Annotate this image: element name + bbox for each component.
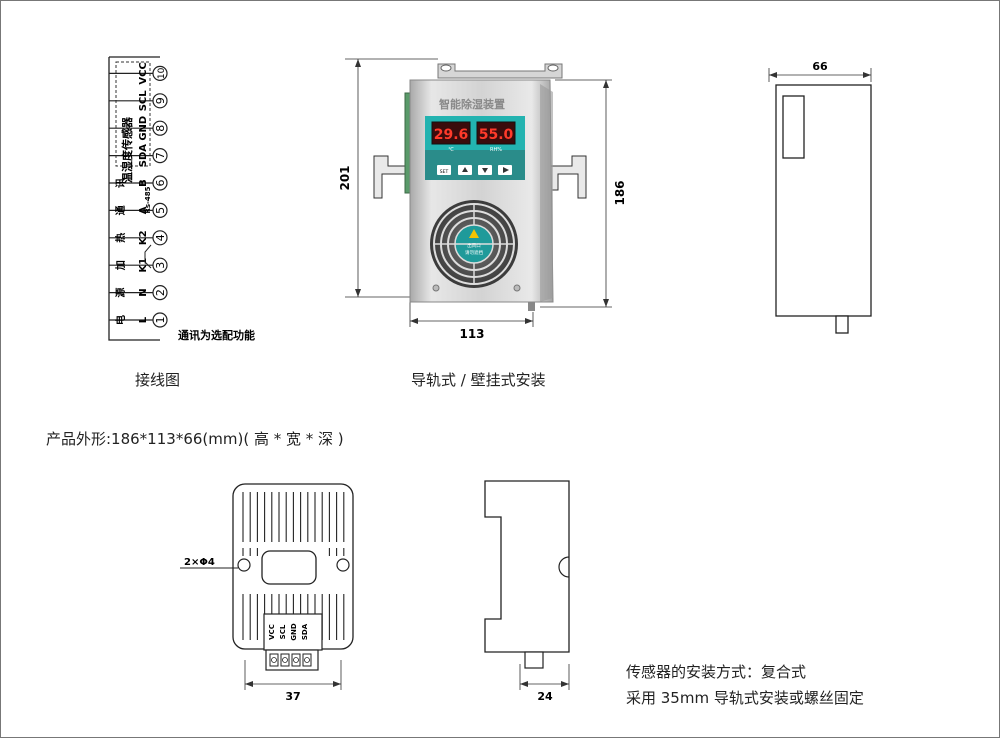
terminal-label: VCC <box>138 62 149 84</box>
terminal-number: 10 <box>157 67 167 79</box>
terminal-number: 9 <box>154 97 167 104</box>
set-button[interactable] <box>437 165 451 175</box>
terminal-3 <box>152 257 168 273</box>
install-note-1: 传感器的安装方式：复合式 <box>626 663 807 681</box>
terminal-label: K2 <box>138 230 149 245</box>
sensor-group-box <box>115 61 151 167</box>
fan-grille: 出风口 请勿遮挡 <box>430 200 518 288</box>
terminal-number: 8 <box>154 125 167 132</box>
terminal-label: SDA <box>138 144 149 168</box>
terminal-1 <box>152 312 168 328</box>
dim-width-113: 113 <box>459 327 484 341</box>
set-button-label: SET <box>440 169 449 175</box>
screw-icon <box>304 657 310 663</box>
screw-icon <box>271 657 277 663</box>
sensor-group-label: 温湿度传感器 <box>120 116 134 183</box>
side-view: 66 <box>768 60 872 334</box>
sensor-side-view: 24 <box>484 480 570 703</box>
terminal-group-label: 讯 <box>114 178 127 188</box>
dim-sensor-37: 37 <box>285 690 300 703</box>
sensor-pin-label: SCL <box>279 624 287 639</box>
dim-height-201: 201 <box>338 165 352 190</box>
terminal-label: N <box>138 288 149 296</box>
display-temperature: 29.6 <box>434 127 469 143</box>
terminal-number: 1 <box>154 317 167 324</box>
terminal-number: 7 <box>154 152 167 159</box>
mount-bracket <box>437 63 563 79</box>
terminal-group-label: 加 <box>114 260 127 271</box>
terminal-number: 3 <box>154 262 167 269</box>
terminal-group-label: 电 <box>114 315 127 325</box>
terminal-9 <box>152 93 168 109</box>
device-title: 智能除湿装置 <box>439 97 505 111</box>
front-caption: 导轨式 / 壁挂式安装 <box>411 371 546 389</box>
front-view: 201 186 113 <box>338 58 627 341</box>
wiring-caption: 接线图 <box>135 371 181 389</box>
fan-label-2: 请勿遮挡 <box>465 249 483 256</box>
terminal-6 <box>152 175 168 191</box>
spec-text: 产品外形:186*113*66(mm)( 高 * 宽 * 深 ) <box>46 430 344 448</box>
wiring-note: 通讯为选配功能 <box>178 328 255 342</box>
hole-label: 2×Φ4 <box>184 557 215 568</box>
unit-temperature: ℃ <box>448 147 454 153</box>
rs485-label: Rs-485 <box>144 186 152 213</box>
cable-gland <box>528 302 535 311</box>
terminal-5 <box>152 202 168 218</box>
terminal-group-label: 通 <box>115 205 127 215</box>
sensor-pin-label: VCC <box>268 624 276 640</box>
terminal-label: A <box>138 206 149 214</box>
down-arrow-icon <box>482 168 488 173</box>
up-arrow-icon <box>462 167 468 172</box>
unit-humidity: RH% <box>490 147 502 153</box>
terminal-group-label: 源 <box>114 288 127 298</box>
terminal-label: GND <box>138 116 149 141</box>
sensor-side-housing <box>484 480 570 653</box>
terminal-number: 4 <box>154 234 167 241</box>
terminal-label: SCL <box>138 90 149 112</box>
terminal-number: 2 <box>154 289 167 296</box>
fan-label-1: 出风口 <box>467 242 481 249</box>
install-note-2: 采用 35mm 导轨式安装或螺丝固定 <box>626 689 864 707</box>
screw-icon <box>282 657 288 663</box>
terminal-label: K1 <box>138 258 149 273</box>
dim-sensor-24: 24 <box>537 690 553 703</box>
terminal-4 <box>152 230 168 246</box>
terminal-8 <box>152 120 168 136</box>
terminal-label: B <box>138 179 149 187</box>
terminal-7 <box>152 148 168 164</box>
display-humidity: 55.0 <box>479 127 514 143</box>
terminal-number: 5 <box>154 207 167 214</box>
terminal-number: 6 <box>154 180 167 187</box>
terminal-label: L <box>138 316 149 323</box>
terminal-10 <box>152 65 168 82</box>
terminal-2 <box>152 285 168 301</box>
screw-icon <box>293 657 299 663</box>
dim-height-186: 186 <box>613 180 627 205</box>
enter-icon <box>503 167 509 173</box>
sensor-pin-label: SDA <box>301 623 309 640</box>
wiring-diagram: 1L 电 2N 源 3 K1 加 4 K2 热 5A 通 6B 讯 7 SDA 8 GND 9 SCL 10 VCC 温湿… <box>108 56 168 341</box>
mount-hole-right <box>336 558 350 572</box>
warning-icon <box>469 229 479 238</box>
dim-depth-66: 66 <box>812 60 828 73</box>
sensor-pin-label: GND <box>290 623 298 641</box>
terminal-group-label: 热 <box>114 233 127 243</box>
mount-hole-left <box>237 558 251 572</box>
